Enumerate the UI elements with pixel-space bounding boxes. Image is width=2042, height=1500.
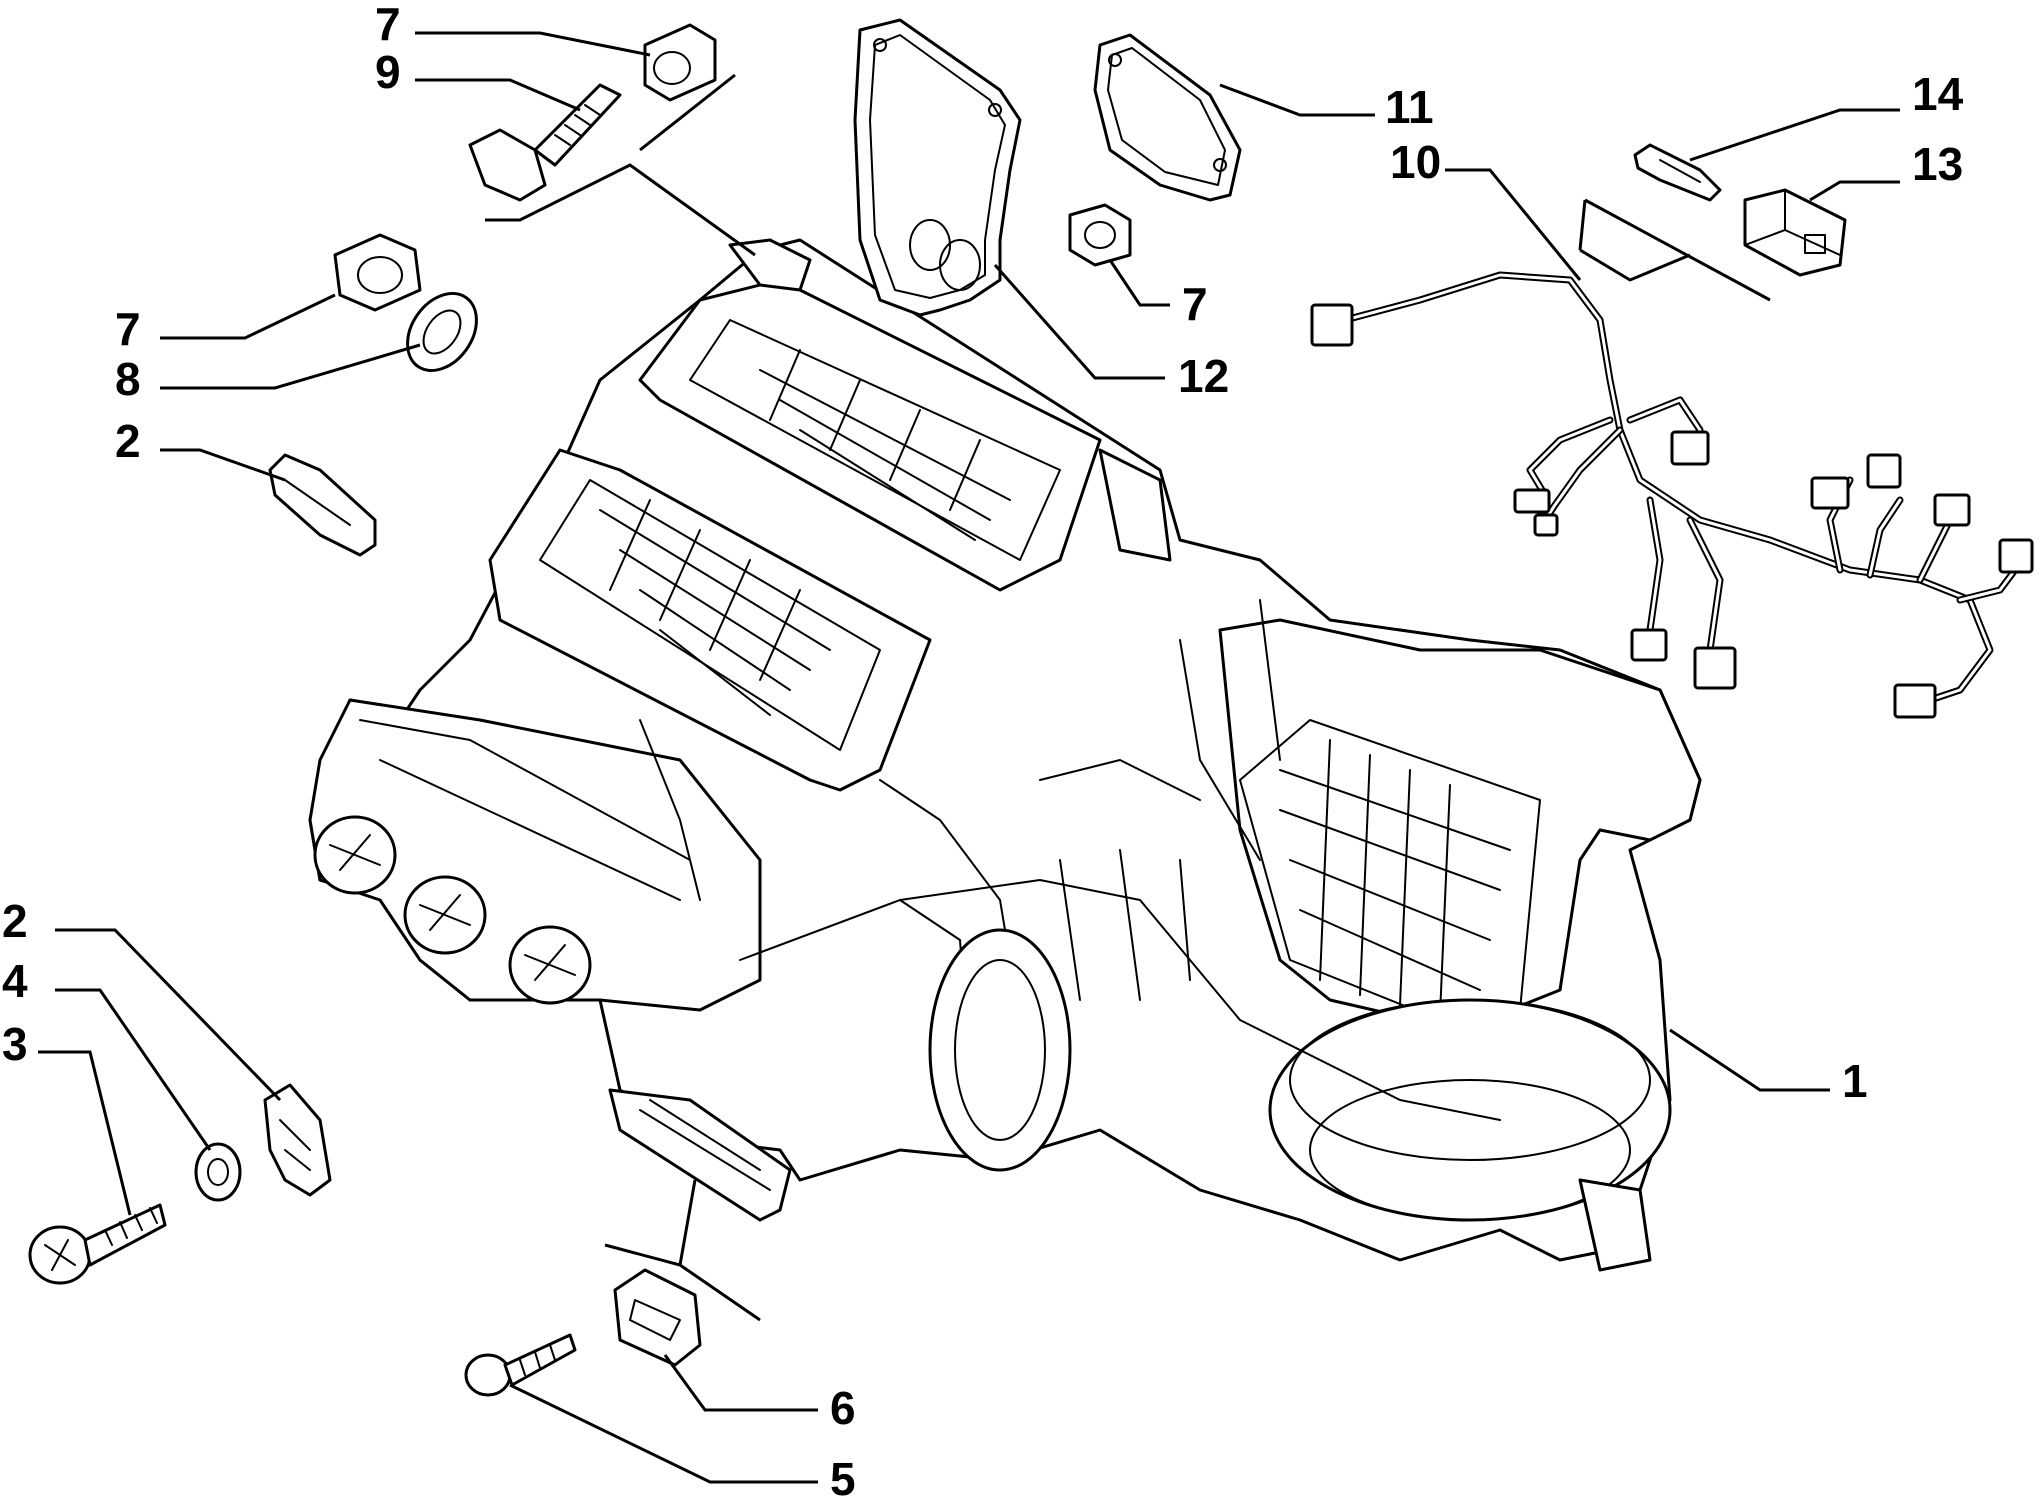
wiring-harness	[1310, 271, 2034, 719]
callout-3: 3	[2, 1018, 28, 1070]
callout-12: 12	[1178, 350, 1229, 402]
callout-14: 14	[1912, 68, 1964, 120]
callout-10: 10	[1390, 136, 1441, 188]
nut-top	[643, 23, 717, 102]
callout-8: 8	[115, 353, 141, 405]
clip-lower	[263, 1083, 332, 1197]
nut-left	[333, 233, 422, 312]
callout-9: 9	[375, 46, 401, 98]
leader-lines	[38, 31, 1900, 1484]
callout-7-top: 7	[375, 0, 401, 50]
control-knobs	[313, 815, 592, 1005]
washer-8	[406, 292, 478, 372]
callout-7-middle: 7	[1182, 278, 1208, 330]
callout-1: 1	[1842, 1055, 1868, 1107]
callout-13: 13	[1912, 138, 1963, 190]
callout-6: 6	[830, 1382, 856, 1434]
callouts: 7 9 7 8 2 2 4 3 5 6 1 7 12 11 10 14 13	[2, 0, 1964, 1500]
callout-2-lower: 2	[2, 895, 28, 947]
clip-upper	[268, 453, 377, 557]
gasket-large	[853, 18, 1022, 317]
terminal-14	[1633, 143, 1722, 202]
washer-4	[194, 1142, 242, 1202]
callout-7-left: 7	[115, 303, 141, 355]
callout-2-upper: 2	[115, 415, 141, 467]
gasket-small	[1093, 33, 1242, 202]
screw-5	[464, 1333, 577, 1397]
connector-13	[1743, 188, 1847, 277]
callout-11: 11	[1385, 81, 1434, 133]
screw-3	[28, 1203, 167, 1285]
bolt-9	[468, 83, 622, 202]
clip-6	[613, 1268, 702, 1367]
callout-5: 5	[830, 1453, 856, 1500]
callout-4: 4	[2, 955, 28, 1007]
hvac-housing-assembly	[308, 238, 1702, 1272]
nut-middle	[1068, 203, 1132, 267]
